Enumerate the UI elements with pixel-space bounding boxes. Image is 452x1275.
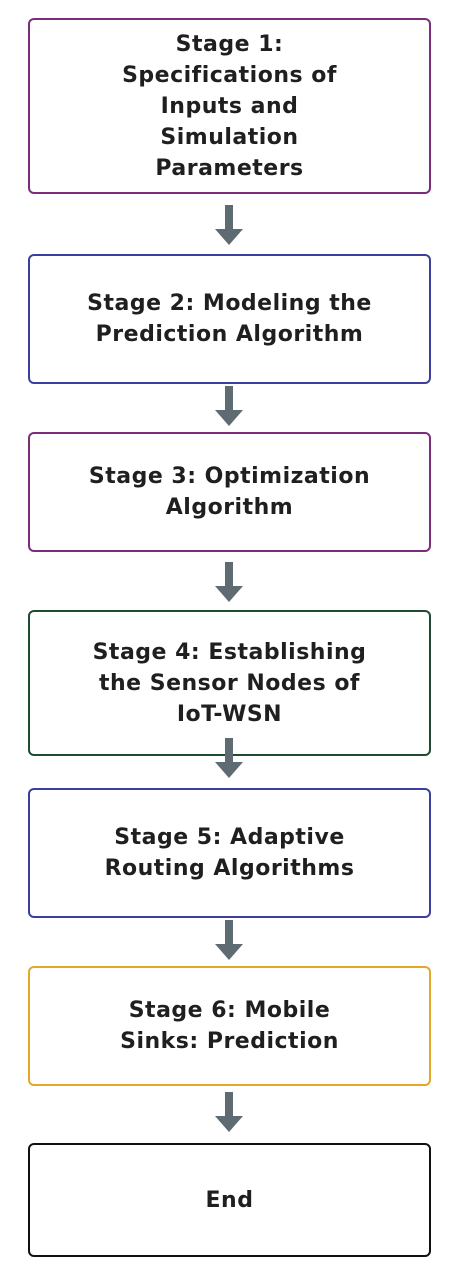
end-box: End: [28, 1143, 431, 1257]
down-arrow-icon: [215, 1092, 243, 1132]
down-arrow-icon: [215, 920, 243, 960]
down-arrow-icon: [215, 386, 243, 426]
stage-2-box: Stage 2: Modeling the Prediction Algorit…: [28, 254, 431, 384]
stage-4-label: Stage 4: Establishing the Sensor Nodes o…: [92, 639, 367, 727]
end-label: End: [205, 1187, 254, 1213]
stage-5-label: Stage 5: Adaptive Routing Algorithms: [104, 825, 355, 881]
down-arrow-icon: [215, 562, 243, 602]
stage-5-box: Stage 5: Adaptive Routing Algorithms: [28, 788, 431, 918]
stage-6-box: Stage 6: Mobile Sinks: Prediction: [28, 966, 431, 1086]
stage-6-label: Stage 6: Mobile Sinks: Prediction: [120, 998, 339, 1054]
down-arrow-icon: [215, 738, 243, 778]
stage-2-label: Stage 2: Modeling the Prediction Algorit…: [87, 291, 372, 347]
down-arrow-icon: [215, 205, 243, 245]
stage-1-box: Stage 1: Specifications of Inputs and Si…: [28, 18, 431, 194]
stage-4-box: Stage 4: Establishing the Sensor Nodes o…: [28, 610, 431, 756]
stage-3-box: Stage 3: Optimization Algorithm: [28, 432, 431, 552]
stage-3-label: Stage 3: Optimization Algorithm: [88, 464, 371, 520]
stage-1-label: Stage 1: Specifications of Inputs and Si…: [122, 31, 337, 181]
